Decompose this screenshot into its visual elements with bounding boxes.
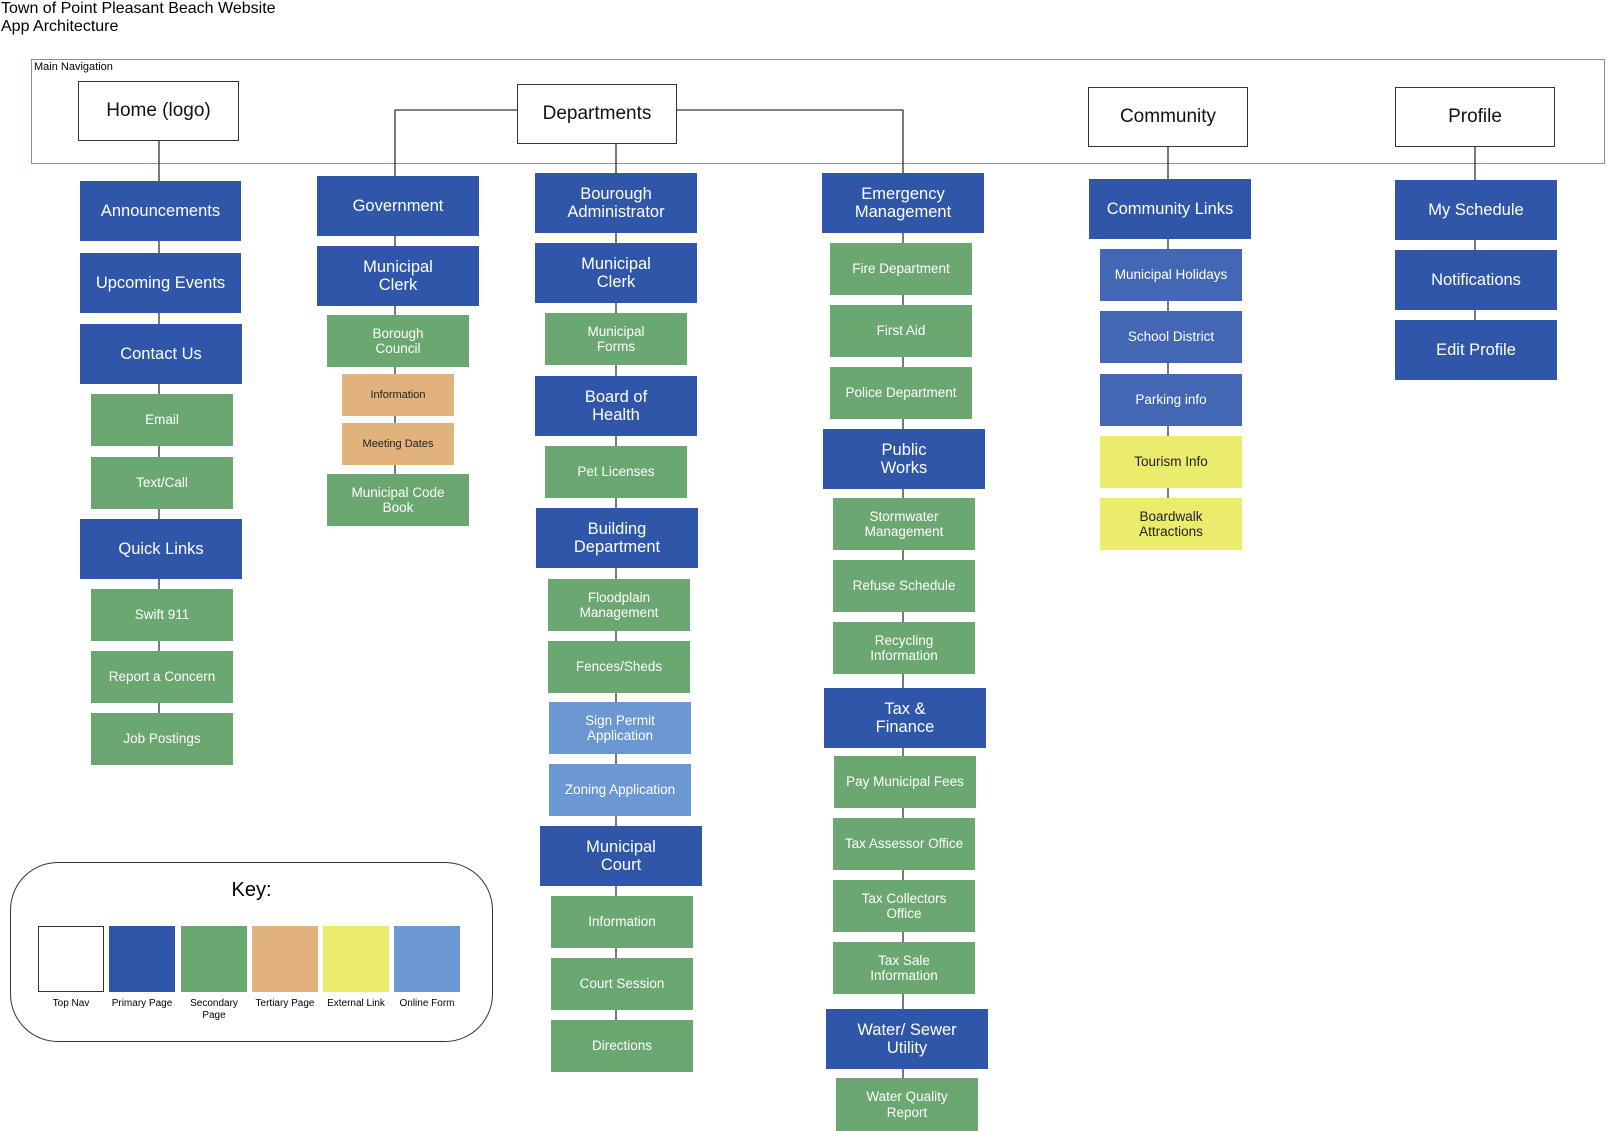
email-page[interactable]: Email xyxy=(91,394,233,446)
school-district-page[interactable]: School District xyxy=(1100,311,1242,363)
pay-municipal-fees-page[interactable]: Pay Municipal Fees xyxy=(834,756,976,808)
municipal-court-page[interactable]: Municipal Court xyxy=(540,826,702,886)
court-session-page[interactable]: Court Session xyxy=(551,958,693,1010)
legend-item-tertiary-page: Tertiary Page xyxy=(252,926,318,1010)
legend-swatch xyxy=(109,926,175,992)
main-navigation-label: Main Navigation xyxy=(34,61,113,73)
zoning-application-form[interactable]: Zoning Application xyxy=(549,764,691,816)
nav-profile[interactable]: Profile xyxy=(1395,87,1555,147)
contact-us-page[interactable]: Contact Us xyxy=(80,324,242,384)
recycling-information-page[interactable]: Recycling Information xyxy=(833,622,975,674)
municipal-holidays-page[interactable]: Municipal Holidays xyxy=(1100,249,1242,301)
swift-911-page[interactable]: Swift 911 xyxy=(91,589,233,641)
water-quality-report-page[interactable]: Water Quality Report xyxy=(836,1078,978,1131)
nav-home[interactable]: Home (logo) xyxy=(78,81,239,141)
tax-collectors-office-page[interactable]: Tax Collectors Office xyxy=(833,880,975,932)
legend-label: Online Form xyxy=(399,998,455,1009)
legend-title: Key: xyxy=(231,879,272,901)
government-municipal-clerk-page[interactable]: Municipal Clerk xyxy=(317,246,479,306)
nav-departments[interactable]: Departments xyxy=(517,84,677,144)
floodplain-management-page[interactable]: Floodplain Management xyxy=(548,579,690,631)
text-call-page[interactable]: Text/Call xyxy=(91,457,233,509)
legend-label: Primary Page xyxy=(111,998,173,1009)
court-information-page[interactable]: Information xyxy=(551,896,693,948)
legend-swatch xyxy=(394,926,460,992)
legend-item-primary-page: Primary Page xyxy=(109,926,175,1010)
refuse-schedule-page[interactable]: Refuse Schedule xyxy=(833,560,975,612)
tax-sale-information-page[interactable]: Tax Sale Information xyxy=(833,942,975,994)
legend-swatch xyxy=(323,926,389,992)
police-department-page[interactable]: Police Department xyxy=(830,367,972,419)
quick-links-page[interactable]: Quick Links xyxy=(80,519,242,579)
legend-label: External Link xyxy=(327,998,385,1009)
legend-item-external-link: External Link xyxy=(323,926,389,1010)
legend-key: Key: Top Nav Primary Page Secondary Page… xyxy=(10,862,493,1042)
emergency-management-page[interactable]: Emergency Management xyxy=(822,173,984,233)
main-navigation-band xyxy=(31,59,1605,164)
board-of-health-page[interactable]: Board of Health xyxy=(535,376,697,436)
parking-info-page[interactable]: Parking info xyxy=(1100,374,1242,426)
government-page[interactable]: Government xyxy=(317,176,479,236)
upcoming-events-page[interactable]: Upcoming Events xyxy=(80,253,241,313)
report-concern-page[interactable]: Report a Concern xyxy=(91,651,233,703)
legend-swatch xyxy=(181,926,247,992)
admin-municipal-clerk-page[interactable]: Municipal Clerk xyxy=(535,243,697,303)
edit-profile-page[interactable]: Edit Profile xyxy=(1395,320,1557,380)
bourough-administrator-page[interactable]: Bourough Administrator xyxy=(535,173,697,233)
announcements-page[interactable]: Announcements xyxy=(80,181,241,241)
legend-label: Tertiary Page xyxy=(255,998,315,1009)
stormwater-management-page[interactable]: Stormwater Management xyxy=(833,498,975,550)
my-schedule-page[interactable]: My Schedule xyxy=(1395,180,1557,240)
page-title-line-2: App Architecture xyxy=(1,18,119,35)
job-postings-page[interactable]: Job Postings xyxy=(91,713,233,765)
nav-community[interactable]: Community xyxy=(1088,87,1248,147)
building-department-page[interactable]: Building Department xyxy=(536,508,698,568)
tax-finance-page[interactable]: Tax & Finance xyxy=(824,688,986,748)
notifications-page[interactable]: Notifications xyxy=(1395,250,1557,310)
page-title: Town of Point Pleasant Beach Website App… xyxy=(1,0,276,36)
municipal-code-book-page[interactable]: Municipal Code Book xyxy=(327,474,469,526)
borough-council-page[interactable]: Borough Council xyxy=(327,315,469,367)
tourism-info-link[interactable]: Tourism Info xyxy=(1100,436,1242,488)
public-works-page[interactable]: Public Works xyxy=(823,429,985,489)
legend-label: Top Nav xyxy=(52,998,90,1009)
directions-page[interactable]: Directions xyxy=(551,1020,693,1072)
page-title-line-1: Town of Point Pleasant Beach Website xyxy=(1,0,276,17)
meeting-dates-page[interactable]: Meeting Dates xyxy=(342,423,454,465)
legend-item-secondary-page: Secondary Page xyxy=(181,926,247,1022)
boardwalk-attractions-link[interactable]: Boardwalk Attractions xyxy=(1100,498,1242,550)
first-aid-page[interactable]: First Aid xyxy=(830,305,972,357)
pet-licenses-page[interactable]: Pet Licenses xyxy=(545,446,687,498)
municipal-forms-page[interactable]: Municipal Forms xyxy=(545,313,687,365)
legend-swatch xyxy=(38,926,104,992)
legend-swatch xyxy=(252,926,318,992)
water-sewer-utility-page[interactable]: Water/ Sewer Utility xyxy=(826,1009,988,1069)
legend-item-top-nav: Top Nav xyxy=(38,926,104,1010)
fire-department-page[interactable]: Fire Department xyxy=(830,243,972,295)
community-links-page[interactable]: Community Links xyxy=(1089,179,1251,239)
council-information-page[interactable]: Information xyxy=(342,374,454,416)
legend-label: Secondary Page xyxy=(190,998,238,1021)
sign-permit-application-form[interactable]: Sign Permit Application xyxy=(549,702,691,754)
tax-assessor-office-page[interactable]: Tax Assessor Office xyxy=(833,818,975,870)
legend-item-online-form: Online Form xyxy=(394,926,460,1010)
connector-line xyxy=(394,109,517,500)
fences-sheds-page[interactable]: Fences/Sheds xyxy=(548,641,690,693)
